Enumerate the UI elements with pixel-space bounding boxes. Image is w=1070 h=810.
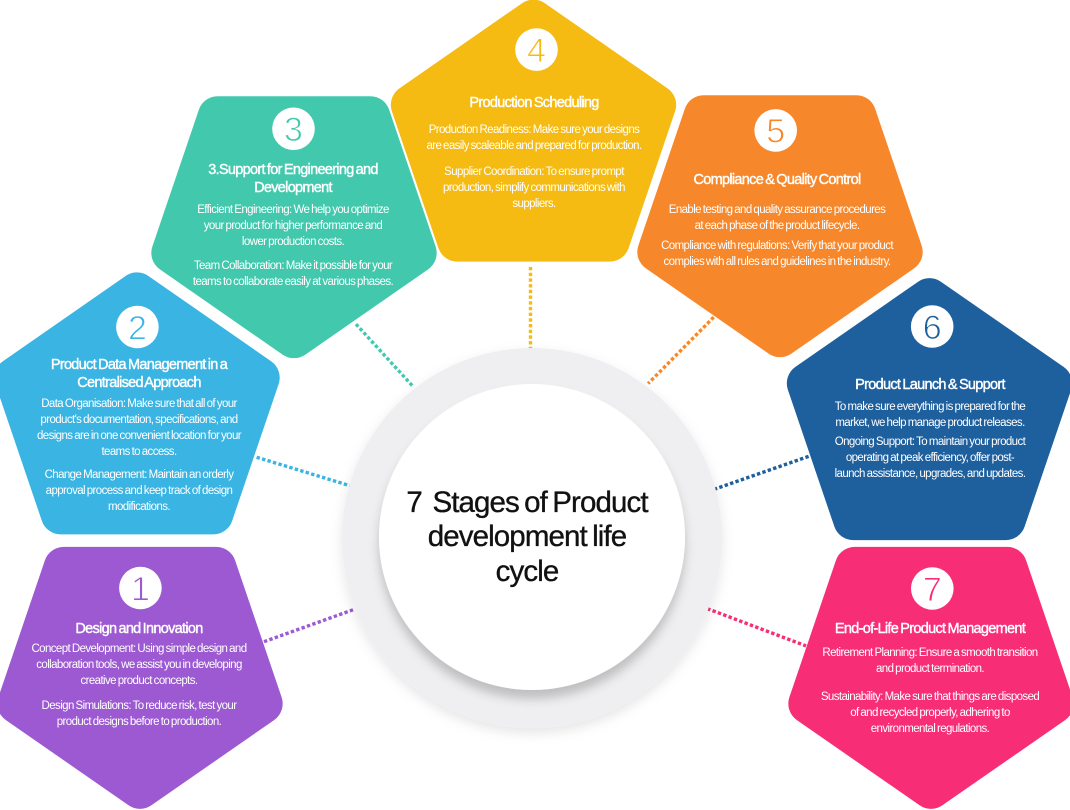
svg-text:5: 5 <box>766 113 785 151</box>
svg-text:3: 3 <box>284 111 303 149</box>
svg-text:7: 7 <box>923 571 942 609</box>
svg-text:6: 6 <box>923 309 942 347</box>
svg-text:1: 1 <box>131 570 150 608</box>
svg-text:2: 2 <box>128 309 147 347</box>
svg-text:4: 4 <box>527 32 546 70</box>
